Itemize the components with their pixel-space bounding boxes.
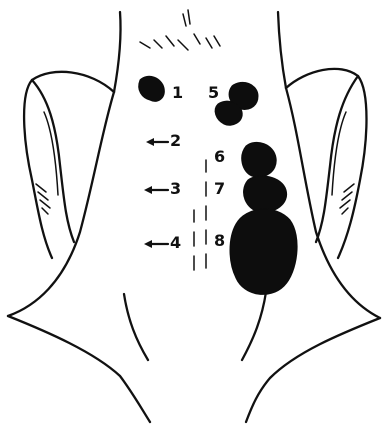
marker-label-7: 7	[214, 179, 225, 198]
lesion-7	[244, 176, 287, 212]
left-arm-inner-outline	[32, 80, 74, 242]
lesion-8	[230, 209, 297, 294]
neck-left-outline	[114, 12, 121, 92]
right-inner-fold	[242, 292, 266, 360]
lesion-5-lower	[215, 101, 242, 125]
lesion-6	[242, 142, 276, 177]
left-inner-fold	[124, 294, 148, 360]
midline-dashes	[194, 160, 206, 270]
marker-label-4: 4	[170, 233, 181, 252]
lesion-1	[139, 76, 165, 101]
marker-label-5: 5	[208, 83, 219, 102]
marker-label-6: 6	[214, 147, 225, 166]
right-arm-crease	[332, 112, 346, 195]
marker-label-3: 3	[170, 179, 181, 198]
hair-tufts	[140, 10, 220, 50]
marker-label-1: 1	[172, 83, 183, 102]
marker-label-8: 8	[214, 231, 225, 250]
right-inner-thigh-outline	[246, 318, 380, 422]
left-inner-thigh-outline	[8, 316, 150, 422]
marker-2-arrow	[146, 138, 168, 146]
left-arm-crease	[44, 112, 58, 195]
marker-3-arrow	[144, 186, 168, 194]
right-shoulder-outline	[286, 69, 367, 258]
marker-4-arrow	[144, 240, 168, 248]
marker-label-2: 2	[170, 131, 181, 150]
right-arm-hatching	[340, 184, 354, 214]
neck-right-outline	[278, 12, 286, 88]
